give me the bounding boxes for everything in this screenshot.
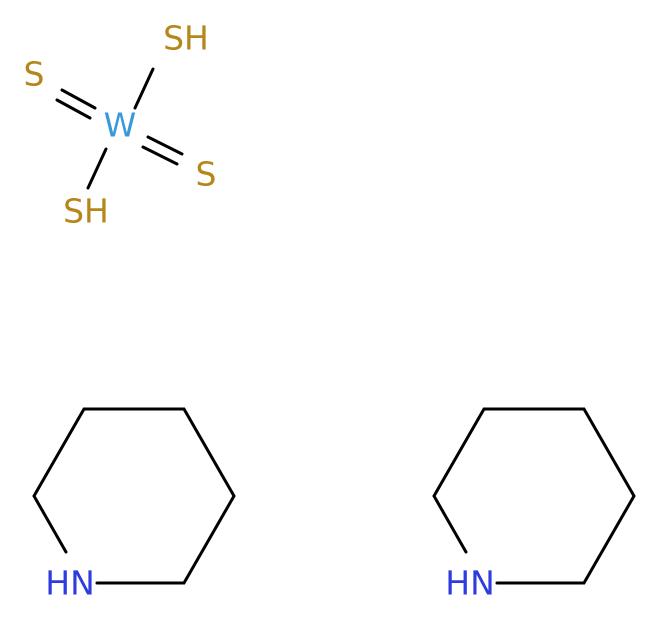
bond-w-s-left-b — [55, 98, 92, 120]
atom-hn-left: HN — [45, 564, 95, 603]
bond-w-sh-top — [133, 67, 155, 110]
atom-s-right: S — [196, 155, 217, 194]
atom-s-left: S — [24, 55, 45, 94]
atom-w: W — [104, 106, 137, 145]
piperidine-left: HN — [32, 407, 236, 603]
atom-sh-top: SH — [163, 19, 209, 58]
piperidine-left-ring — [32, 407, 236, 585]
bond-w-s-right-a — [146, 135, 184, 156]
bond-w-s-left-a — [60, 88, 97, 110]
tungsten-complex: W SH S S SH — [24, 19, 217, 231]
bond-w-s-right-b — [141, 145, 179, 166]
piperidine-right-ring — [432, 407, 636, 585]
atom-hn-right: HN — [445, 564, 495, 603]
atom-sh-bottom: SH — [63, 192, 109, 231]
bond-w-sh-bottom — [86, 147, 108, 190]
piperidine-right: HN — [432, 407, 636, 603]
